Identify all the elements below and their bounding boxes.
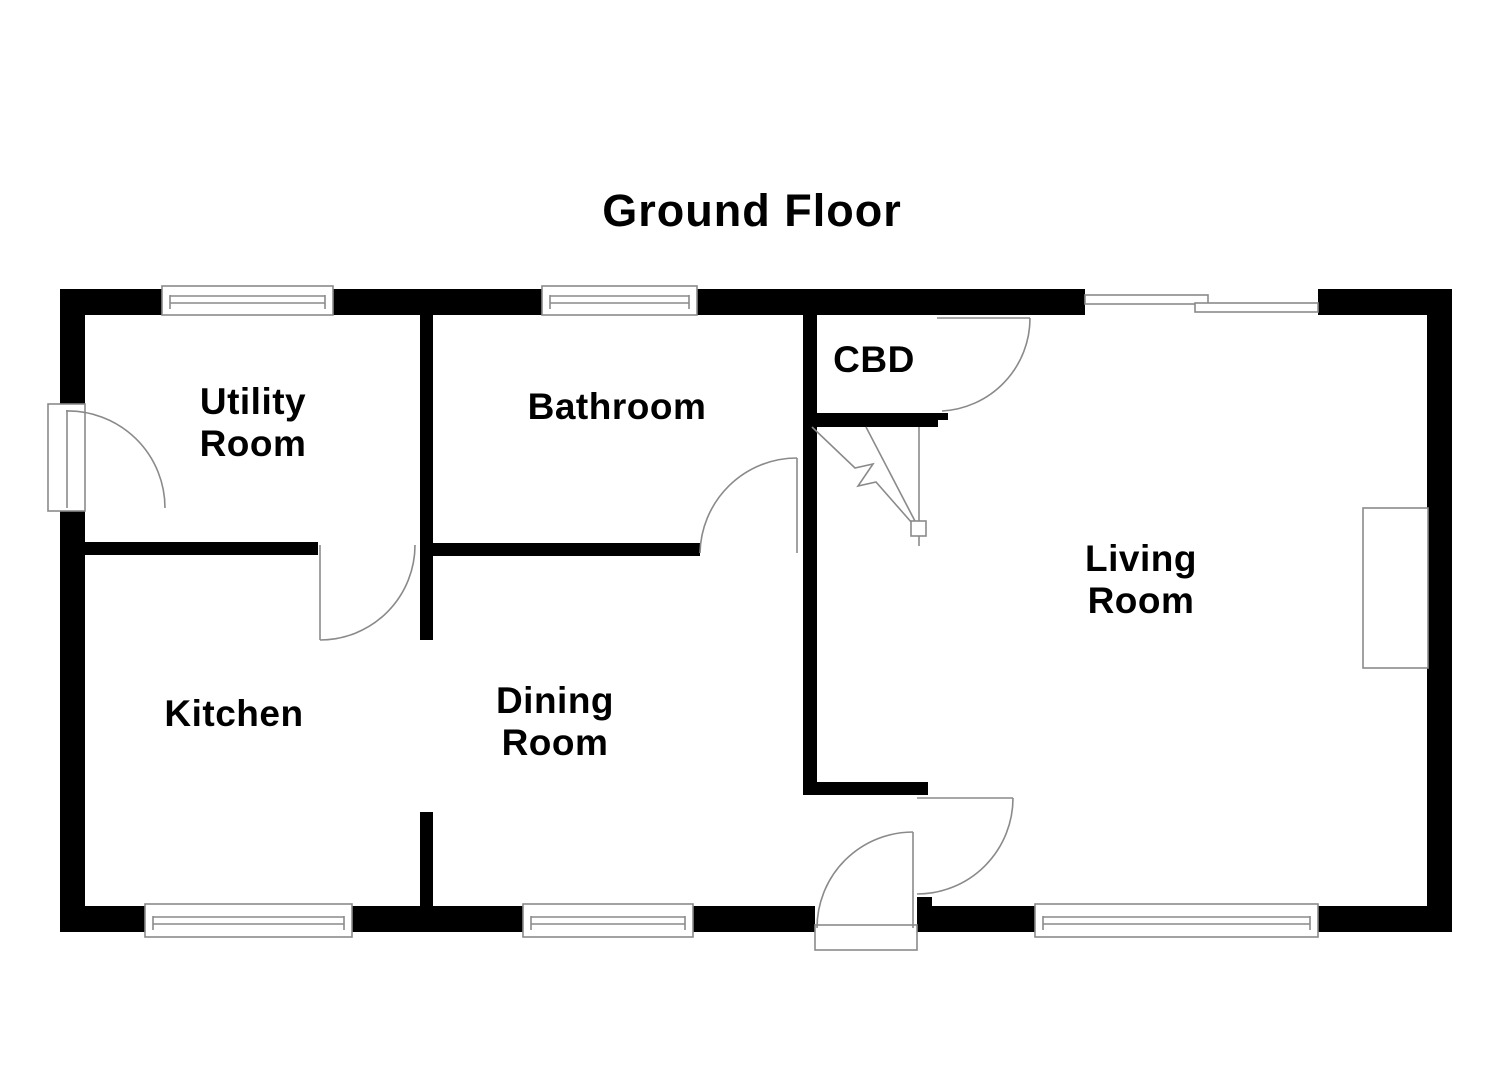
utility-kitchen-door [319,544,416,641]
wall-hall-living [803,315,817,795]
wall-bottom-5 [1318,906,1452,932]
wall-bottom-3 [693,906,815,932]
wall-right [1427,289,1452,932]
stairs-up-arrow [811,426,927,546]
room-label-cbd: CBD [833,339,915,380]
kitchen-window [144,903,353,938]
utility-window [161,285,334,316]
bathroom-door [699,457,798,554]
plan-title: Ground Floor [602,185,902,236]
living-room-door [916,797,1014,895]
exterior-walls [60,289,1452,932]
room-label-bathroom: Bathroom [527,386,707,427]
wall-cbd-bottom-tip [938,413,948,420]
bathroom-window [541,285,698,316]
utility-exterior-door [47,403,166,512]
wall-utility-kitchen [85,542,318,555]
wall-bottom-4 [932,906,1035,932]
front-door [814,831,918,951]
patio-sliding-door [1084,294,1319,313]
cbd-door [937,317,1031,412]
living-window [1034,903,1319,938]
wall-utility-bathroom [420,315,433,640]
wall-top-2 [333,289,542,315]
wall-bottom-2 [352,906,523,932]
wall-hall-bottom-stub [803,782,928,795]
room-label-dining: Dining Room [495,680,615,763]
windows [144,285,1319,938]
wall-left-1 [60,289,85,407]
room-label-living: Living Room [1085,538,1197,621]
doors [47,317,1031,951]
room-label-kitchen: Kitchen [164,693,304,734]
chimney-breast [1362,507,1429,669]
wall-left-2 [60,508,85,932]
wall-door-jamb [917,897,932,932]
wall-kitchen-dining [420,812,433,906]
wall-bathroom-dining [420,543,700,556]
interior-walls [85,315,948,906]
wall-cbd-bottom [812,413,938,427]
room-label-utility: Utility Room [199,381,307,464]
wall-top-3 [697,289,1085,315]
wall-bottom-1 [60,906,145,932]
dining-window [522,903,694,938]
